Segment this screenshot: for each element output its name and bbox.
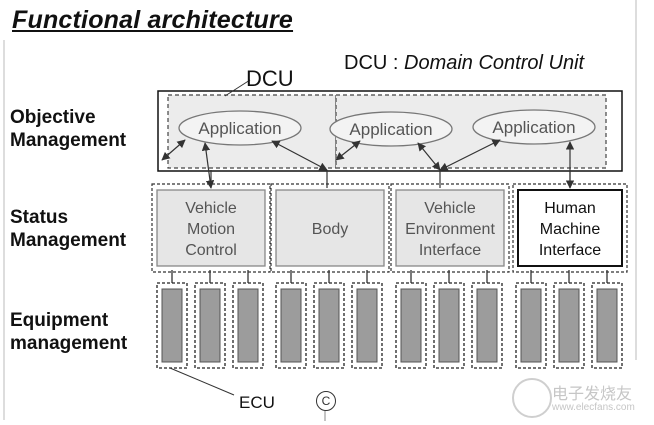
application-node: [178, 110, 302, 146]
module-label-line: Interface: [419, 242, 481, 259]
legend-full: Domain Control Unit: [404, 52, 585, 74]
status-module-box: [395, 189, 505, 267]
row-label-status: Status Management: [10, 207, 127, 251]
ecu-box: [476, 288, 498, 363]
module-dashed-outline: [270, 183, 390, 273]
application-label: Application: [492, 118, 575, 137]
module-label-line: Interface: [539, 242, 601, 259]
module-label-line: Machine: [540, 221, 601, 238]
module-label-line: Vehicle: [185, 200, 237, 217]
ecu-box: [356, 288, 378, 363]
application-label: Application: [198, 119, 281, 138]
ecu-outline: [156, 282, 188, 369]
objective-band: [157, 90, 623, 172]
ecu-box: [318, 288, 340, 363]
ecu-outline: [471, 282, 503, 369]
ecu-outline: [275, 282, 307, 369]
status-module-box: [275, 189, 385, 267]
ecu-outline: [351, 282, 383, 369]
application-node: [329, 111, 453, 147]
legend-separator: :: [387, 52, 405, 74]
ecu-callout-line: [169, 367, 235, 396]
status-module-box: [156, 189, 266, 267]
connection-arrow: [271, 140, 328, 171]
row-label-objective: Objective Management: [10, 107, 127, 151]
connection-arrow: [417, 142, 441, 171]
ecu-outline: [515, 282, 547, 369]
status-module-box: [517, 189, 623, 267]
dcu-callout-line: [224, 79, 251, 97]
ecu-outline: [395, 282, 427, 369]
ecu-box: [558, 288, 580, 363]
module-label-line: Control: [185, 242, 237, 259]
legend-abbr: DCU: [344, 52, 388, 74]
connection-arrow: [161, 139, 186, 161]
ecu-outline: [194, 282, 226, 369]
ecu-outline: [553, 282, 585, 369]
watermark-icon: [512, 378, 552, 418]
ecu-outline: [591, 282, 623, 369]
module-label-line: Motion: [187, 221, 235, 238]
module-label-line: Human: [544, 200, 596, 217]
ecu-outline: [232, 282, 264, 369]
module-label-line: Body: [312, 221, 348, 238]
module-label-line: Vehicle: [424, 200, 476, 217]
connection-arrow: [201, 142, 215, 189]
dcu-legend: DCU : Domain Control Unit: [344, 52, 584, 75]
application-node: [472, 109, 596, 145]
ecu-outline: [433, 282, 465, 369]
row-label-equipment: Equipment management: [10, 310, 128, 354]
module-dashed-outline: [390, 183, 510, 273]
watermark-logo: 电子发烧友 www.elecfans.com: [512, 378, 644, 422]
ecu-box: [199, 288, 221, 363]
watermark-url: www.elecfans.com: [552, 402, 635, 413]
module-dashed-outline: [151, 183, 271, 273]
ecu-box: [161, 288, 183, 363]
ecu-box: [280, 288, 302, 363]
ecu-box: [438, 288, 460, 363]
diagram-title: Functional architecture: [12, 6, 294, 34]
ecu-box: [596, 288, 618, 363]
ecu-box: [237, 288, 259, 363]
module-label-line: Environment: [405, 221, 495, 238]
watermark-text: 电子发烧友: [552, 386, 633, 403]
ecu-callout-label: ECU: [239, 393, 275, 412]
ecu-box: [400, 288, 422, 363]
application-label: Application: [349, 120, 432, 139]
ecu-outline: [313, 282, 345, 369]
dcu-callout-label: DCU: [246, 66, 294, 91]
copyright-symbol: C: [316, 391, 336, 411]
ecu-box: [520, 288, 542, 363]
connection-arrow: [439, 139, 501, 171]
connection-arrow: [335, 140, 361, 161]
